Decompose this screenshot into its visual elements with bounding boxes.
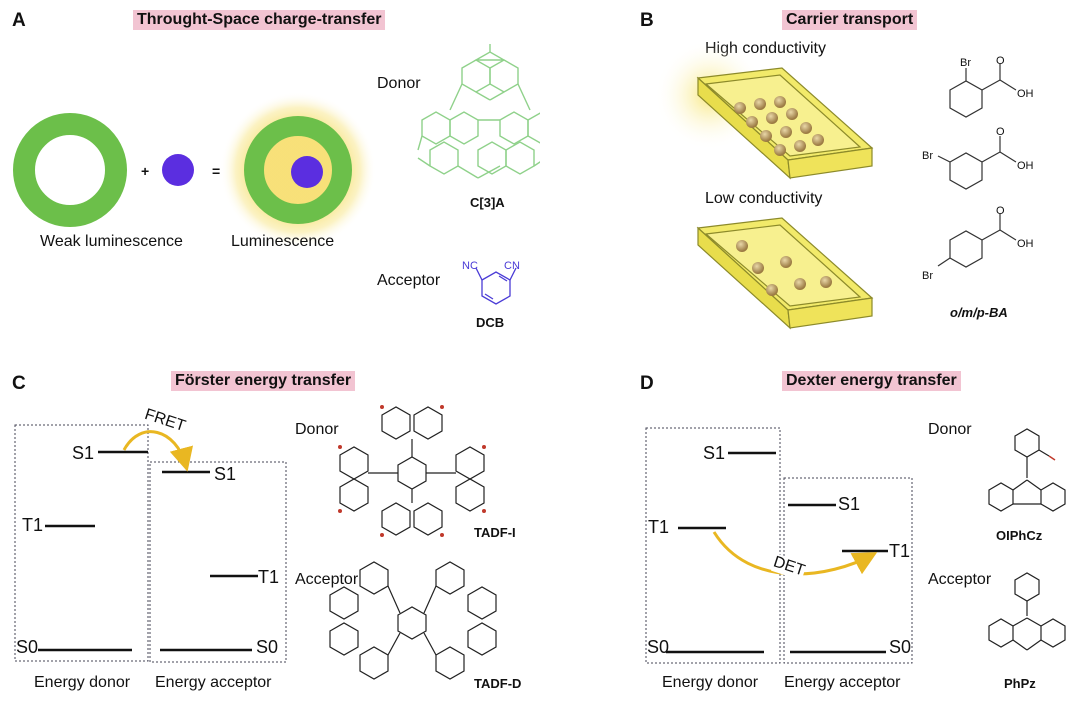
low-conductivity-label: Low conductivity (705, 190, 823, 207)
high-conductivity-box (696, 67, 874, 180)
c-donor-s0: S0 (16, 637, 39, 657)
c-energy-acceptor-label: Energy acceptor (155, 674, 272, 691)
energy-donor-box (14, 424, 149, 662)
d-acceptor-label: Acceptor (928, 571, 992, 588)
panel-a-letter: A (12, 10, 26, 31)
para-br: Br (922, 270, 933, 282)
panel-d-letter: D (640, 373, 654, 394)
para-o: O (996, 205, 1005, 217)
c-donor-label: Donor (295, 421, 339, 438)
d-energy-donor-label: Energy donor (662, 674, 759, 691)
luminescence-label: Luminescence (231, 233, 335, 250)
panel-a-title: Throught-Space charge-transfer (133, 10, 386, 30)
weak-luminescence-ring (13, 113, 127, 227)
dcb-structure (475, 267, 517, 305)
low-conductivity-box (696, 217, 874, 330)
c-acceptor-s0: S0 (256, 637, 279, 657)
panel-c-letter: C (12, 373, 26, 394)
energy-acceptor-box (149, 461, 287, 663)
dcb-label: DCB (476, 315, 505, 330)
d-energy-acceptor-label: Energy acceptor (784, 674, 901, 691)
panel-d-title: Dexter energy transfer (782, 371, 961, 391)
dcb-nc-label: NC (462, 260, 478, 272)
weak-luminescence-label: Weak luminescence (40, 233, 183, 250)
meta-oh: OH (1017, 160, 1034, 172)
d-donor-label: Donor (928, 421, 972, 438)
plus-sign: + (141, 163, 150, 179)
conductivity-boxes (655, 40, 874, 330)
ortho-o: O (996, 55, 1005, 67)
bromobenzoic-acids (937, 64, 1017, 268)
bromobenzoic-label: o/m/p-BA (950, 305, 1008, 320)
low-beads (736, 240, 832, 296)
tadf-structures (329, 405, 497, 680)
equals-sign: = (212, 163, 221, 179)
tadf-d-label: TADF-D (474, 676, 522, 691)
c-acceptor-label: Acceptor (295, 571, 359, 588)
dcb-cn-label: CN (504, 260, 520, 272)
d-acceptor-s1: S1 (838, 494, 861, 514)
tadf-i-label: TADF-I (474, 525, 516, 540)
panel-a-graphic (13, 44, 540, 248)
d-acceptor-t1: T1 (889, 541, 911, 561)
panel-c-title: Förster energy transfer (171, 371, 356, 391)
high-beads (734, 96, 824, 156)
phpz-label: PhPz (1004, 676, 1036, 691)
para-oh: OH (1017, 238, 1034, 250)
dexter-diagram (645, 427, 913, 664)
panel-a-donor-label: Donor (377, 75, 421, 92)
c-acceptor-s1: S1 (214, 464, 237, 484)
fret-diagram (14, 424, 287, 663)
c-donor-s1: S1 (72, 443, 95, 463)
panel-b-letter: B (640, 10, 654, 31)
c-acceptor-t1: T1 (258, 567, 280, 587)
c-donor-t1: T1 (22, 515, 44, 535)
oiphcz-label: OIPhCz (996, 528, 1043, 543)
meta-o: O (996, 126, 1005, 138)
d-donor-s1: S1 (703, 443, 726, 463)
c3a-label: C[3]A (470, 195, 505, 210)
dexter-structures (988, 428, 1066, 651)
ortho-br: Br (960, 57, 971, 69)
c-energy-donor-label: Energy donor (34, 674, 131, 691)
panel-b-title: Carrier transport (782, 10, 918, 30)
d-energy-donor-box (645, 427, 781, 664)
d-acceptor-s0: S0 (889, 637, 912, 657)
d-donor-t1: T1 (648, 517, 670, 537)
acceptor-dot (162, 154, 194, 186)
d-donor-s0: S0 (647, 637, 670, 657)
luminescence-ring (244, 116, 352, 224)
meta-br: Br (922, 150, 933, 162)
c3a-structure (417, 44, 540, 179)
complexed-dot (291, 156, 323, 188)
fret-arrow (122, 430, 194, 472)
panel-a-acceptor-label: Acceptor (377, 272, 441, 289)
ortho-oh: OH (1017, 88, 1034, 100)
